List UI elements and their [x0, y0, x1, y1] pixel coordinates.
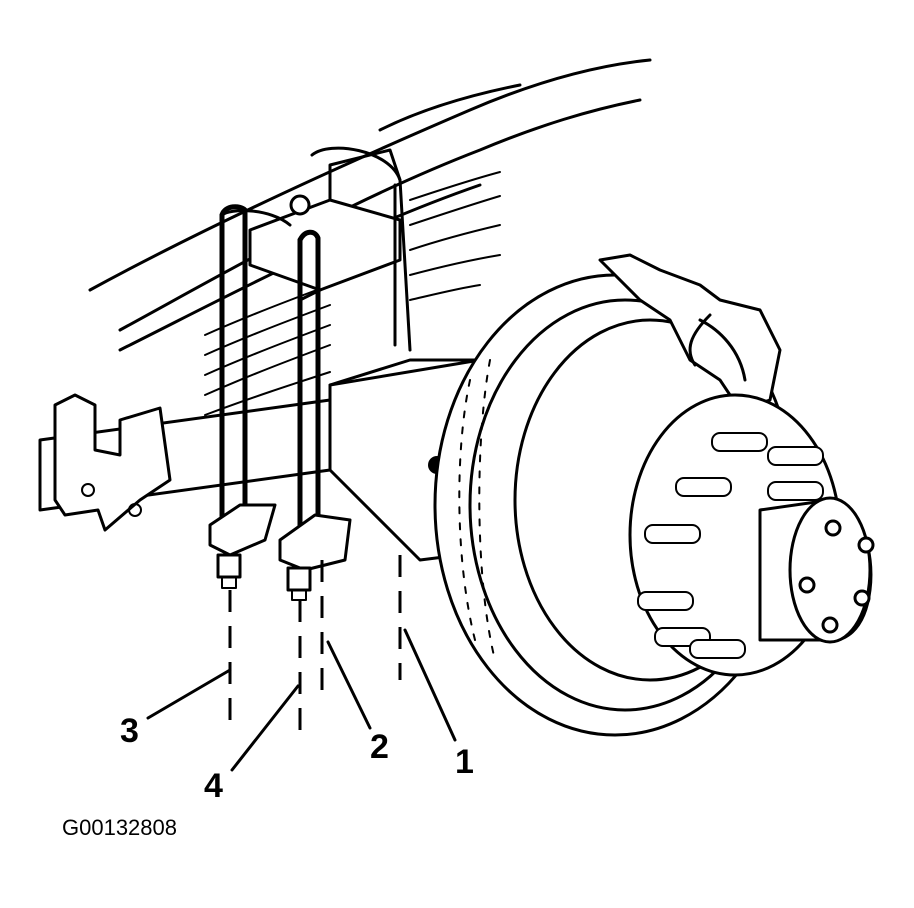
wheel-studs — [637, 432, 824, 659]
spring-saddle — [248, 148, 402, 292]
figure-id: G00132808 — [62, 815, 177, 840]
spring-hanger-bracket — [53, 393, 172, 532]
u-bolt-plate-right — [278, 513, 352, 601]
callout-4: 4 — [204, 767, 223, 805]
callout-1: 1 — [455, 743, 474, 781]
u-bolt-plate-left — [208, 503, 277, 589]
brake-caliper — [598, 253, 782, 412]
callout-3: 3 — [120, 712, 139, 750]
u-bolt-rear — [219, 204, 292, 523]
callout-leaders — [146, 628, 457, 772]
u-bolt-front — [297, 146, 412, 563]
callout-2: 2 — [370, 728, 389, 766]
alignment-lines — [228, 555, 402, 730]
